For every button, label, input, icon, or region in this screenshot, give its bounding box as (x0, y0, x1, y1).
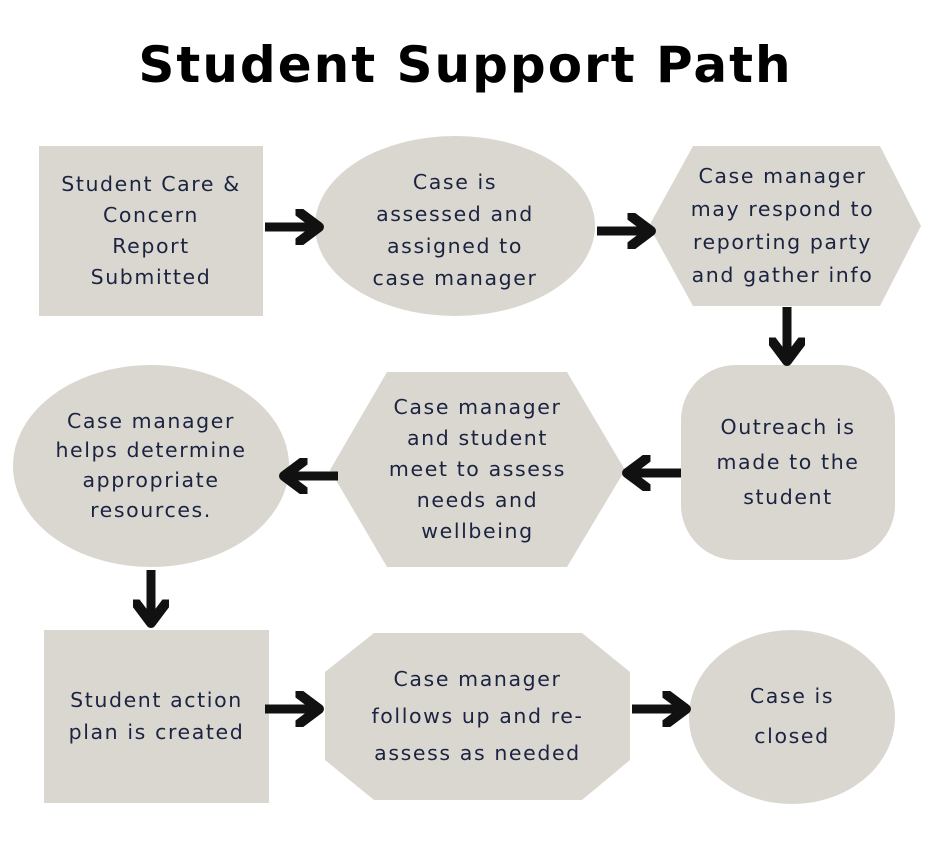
step-2-label: Case is assessed and assigned to case ma… (372, 170, 538, 290)
step-2-shape (315, 136, 595, 316)
step-8-shape (325, 633, 630, 800)
step-7-label: Student action plan is created (68, 688, 245, 744)
step-8-label: Case manager follows up and re- assess a… (371, 667, 584, 765)
step-7-shape (44, 630, 269, 803)
step-1-label: Student Care & Concern Report Submitted (61, 171, 241, 290)
step-9-shape (689, 630, 895, 804)
step-6-shape (13, 365, 289, 567)
step-3-label: Case manager may respond to reporting pa… (690, 164, 875, 287)
step-6-label: Case manager helps determine appropriate… (55, 408, 247, 522)
step-1-shape (39, 146, 263, 316)
step-9-label: Case is closed (749, 684, 835, 748)
step-4-shape (681, 365, 895, 560)
step-5-shape (330, 372, 625, 567)
step-5-label: Case manager and student meet to assess … (388, 394, 567, 544)
step-4-label: Outreach is made to the student (716, 414, 860, 510)
diagram-title: Student Support Path (138, 36, 793, 94)
step-3-shape (649, 146, 921, 306)
